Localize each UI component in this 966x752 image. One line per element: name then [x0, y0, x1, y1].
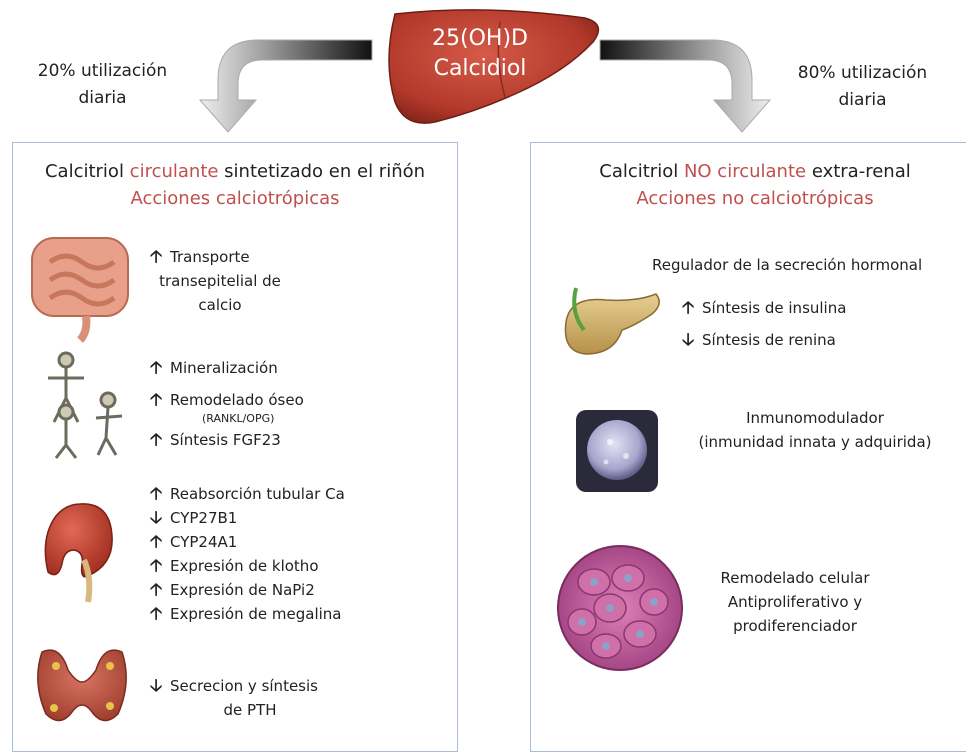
liver-icon: [388, 9, 600, 124]
right-panel-title: Calcitriol NO circulante extra-renal Acc…: [530, 158, 966, 212]
kidney-icon: [44, 503, 113, 603]
bone-actions: 🡡Mineralización 🡡Remodelado óseo (RANKL/…: [150, 358, 304, 450]
right-panel-subtitle: Acciones no calciotrópicas: [636, 188, 874, 209]
intestine-actions: 🡡Transporte transepitelial de calcio: [150, 247, 281, 314]
left-panel-title: Calcitriol circulante sintetizado en el …: [12, 158, 458, 212]
cell-remodeling-actions: Remodelado celular Antiproliferativo y p…: [720, 569, 870, 635]
intestine-icon: [31, 237, 129, 343]
pancreas-icon: [564, 287, 660, 355]
skeleton-icon: [48, 351, 123, 459]
left-curved-arrow: [198, 39, 772, 133]
immune-cell-icon: [576, 410, 658, 492]
pancreas-heading: Regulador de la secreción hormonal: [652, 256, 923, 274]
left-percentage: 20% utilización diaria: [37, 61, 168, 108]
thyroid-actions: 🡣Secrecion y síntesis de PTH: [150, 676, 318, 719]
kidney-actions: 🡡Reabsorción tubular Ca 🡣CYP27B1 🡡CYP24A…: [150, 484, 345, 624]
liver-label-line1: 25(OH)D: [432, 26, 528, 51]
immune-actions: Inmunomodulador (inmunidad innata y adqu…: [698, 409, 932, 451]
cell-tissue-icon: [557, 545, 683, 671]
right-percentage: 80% utilización diaria: [797, 63, 928, 110]
thyroid-icon: [37, 649, 127, 722]
left-panel-subtitle: Acciones calciotrópicas: [130, 188, 340, 209]
liver-label-line2: Calcidiol: [433, 56, 527, 81]
pancreas-actions: 🡡Síntesis de insulina 🡣Síntesis de renin…: [682, 298, 847, 350]
